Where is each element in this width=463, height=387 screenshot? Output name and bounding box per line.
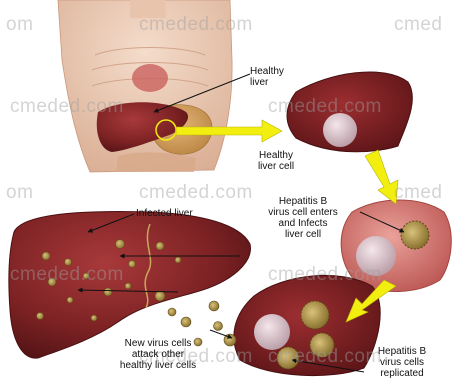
label-hep-b-replicated: Hepatitis B virus cells replicated: [364, 346, 440, 379]
watermark: cmeded.com: [139, 182, 253, 204]
watermark-fragment: om: [6, 182, 33, 204]
watermark: cmeded.com: [139, 14, 253, 36]
nucleus: [254, 314, 290, 350]
virus-particle: [301, 301, 329, 329]
virus-particle: [401, 221, 429, 249]
watermark-fragment: om: [6, 14, 33, 36]
watermark: cmeded.com: [10, 96, 124, 118]
watermark: cmeded.com: [10, 264, 124, 286]
nucleus: [323, 113, 357, 147]
label-healthy-liver: Healthy liver: [250, 66, 290, 88]
label-healthy-liver-cell: Healthy liver cell: [246, 150, 306, 172]
label-hep-b-enters: Hepatitis B virus cell enters and Infect…: [248, 196, 358, 240]
watermark-fragment: cmed: [394, 14, 442, 36]
watermark: cmeded.com: [268, 96, 382, 118]
label-new-virus-cells: New virus cells attack other healthy liv…: [106, 338, 210, 371]
label-infected-liver: Infected liver: [136, 208, 216, 219]
watermark: cmeded.com: [268, 264, 382, 286]
watermark-fragment: cmed: [394, 182, 442, 204]
